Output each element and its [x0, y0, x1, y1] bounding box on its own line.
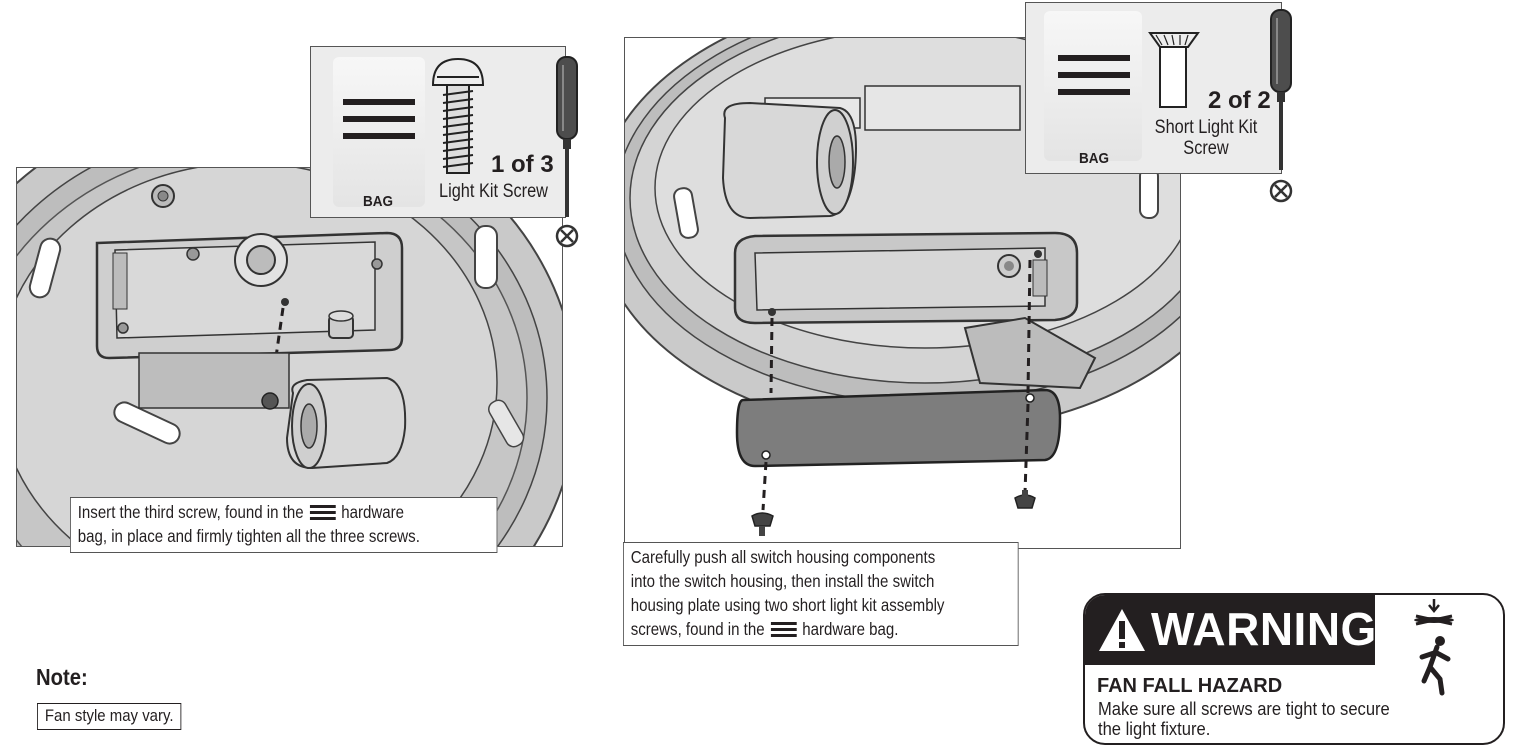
hardware-bag-icon [333, 57, 425, 207]
falling-fan-person-icon [1414, 599, 1454, 696]
right-instruction-line2: into the switch housing, then install th… [630, 571, 935, 591]
warning-box: WARNING FAN FALL HAZARD Make sure all sc… [1083, 593, 1505, 745]
left-instruction-line1-end: hardware [341, 502, 405, 522]
bag-label: BAG [1079, 150, 1110, 167]
note-text: Fan style may vary. [37, 703, 182, 730]
note-title: Note: [36, 664, 88, 690]
screw-count: 1 of 3 [491, 151, 554, 178]
hardware-bag-icon [1044, 11, 1142, 161]
short-screw-icon [1148, 32, 1200, 108]
right-instruction-line4-start: screws, found in the [630, 619, 765, 639]
left-instruction-callout: Insert the third screw, found in the har… [70, 497, 498, 553]
hardware-bag-lines-icon [1058, 55, 1130, 99]
screw-icon [431, 57, 485, 174]
right-instruction-line4-end: hardware bag. [802, 619, 899, 639]
left-instruction-line1: Insert the third screw, found in the [77, 502, 304, 522]
right-hardware-box: BAG 2 of 2 Short Light Kit Screw [1025, 2, 1282, 174]
left-illustration-panel [16, 167, 563, 547]
screw-count: 2 of 2 [1208, 87, 1271, 114]
right-instruction-line3: housing plate using two short light kit … [630, 595, 945, 615]
left-hardware-box: BAG 1 of 3 Light Kit Screw [310, 46, 566, 218]
screwdriver-icon [1269, 9, 1293, 203]
warning-heading: WARNING [1151, 603, 1377, 655]
screwdriver-icon [555, 56, 579, 248]
right-instruction-callout: Carefully push all switch housing compon… [623, 542, 1019, 646]
screw-name-line2: Screw [1183, 138, 1229, 159]
right-instruction-line1: Carefully push all switch housing compon… [630, 547, 936, 567]
warning-hazard: FAN FALL HAZARD [1097, 675, 1283, 697]
screw-name: Light Kit Screw [438, 181, 548, 202]
hardware-bag-inline-icon [770, 622, 797, 638]
hardware-bag-lines-icon [343, 99, 415, 143]
left-instruction-line2: bag, in place and firmly tighten all the… [77, 526, 420, 546]
warning-header: WARNING [1085, 595, 1377, 665]
warning-line1: Make sure all screws are tight to secure [1098, 699, 1390, 719]
warning-line2: the light fixture. [1098, 719, 1211, 739]
hardware-bag-inline-icon [309, 505, 336, 521]
left-fan-housing-illustration [17, 168, 562, 546]
screw-name-line1: Short Light Kit [1154, 117, 1258, 138]
warning-body: Make sure all screws are tight to secure… [1098, 699, 1390, 739]
bag-label: BAG [363, 193, 394, 210]
warning-triangle-icon [1099, 609, 1145, 651]
